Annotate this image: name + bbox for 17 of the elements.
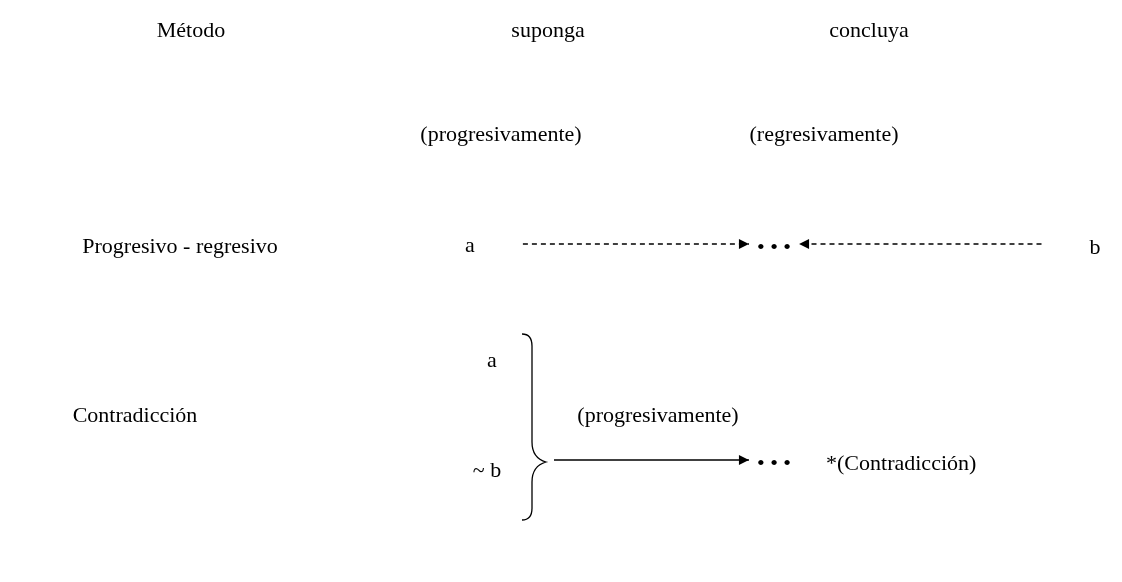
dashed-arrow [798, 239, 1043, 249]
row-heading: Contradicción [72, 401, 198, 429]
column-heading: suponga [511, 16, 585, 44]
column-note: (regresivamente) [749, 120, 899, 148]
dashed-arrow [522, 239, 750, 249]
variable: a [465, 231, 475, 259]
column-note: (progresivamente) [420, 120, 582, 148]
variable: b [1089, 233, 1101, 261]
column-heading: concluya [829, 16, 909, 44]
ellipsis-dots: • • • [756, 449, 792, 477]
row-heading: Progresivo - regresivo [82, 232, 278, 260]
ellipsis-dots: • • • [756, 233, 792, 261]
column-heading: Método [156, 16, 226, 44]
variable: a [487, 346, 497, 374]
arrow [553, 455, 750, 465]
variable: ~ b [472, 456, 502, 484]
node-caption: *(Contradicción) [826, 449, 977, 477]
